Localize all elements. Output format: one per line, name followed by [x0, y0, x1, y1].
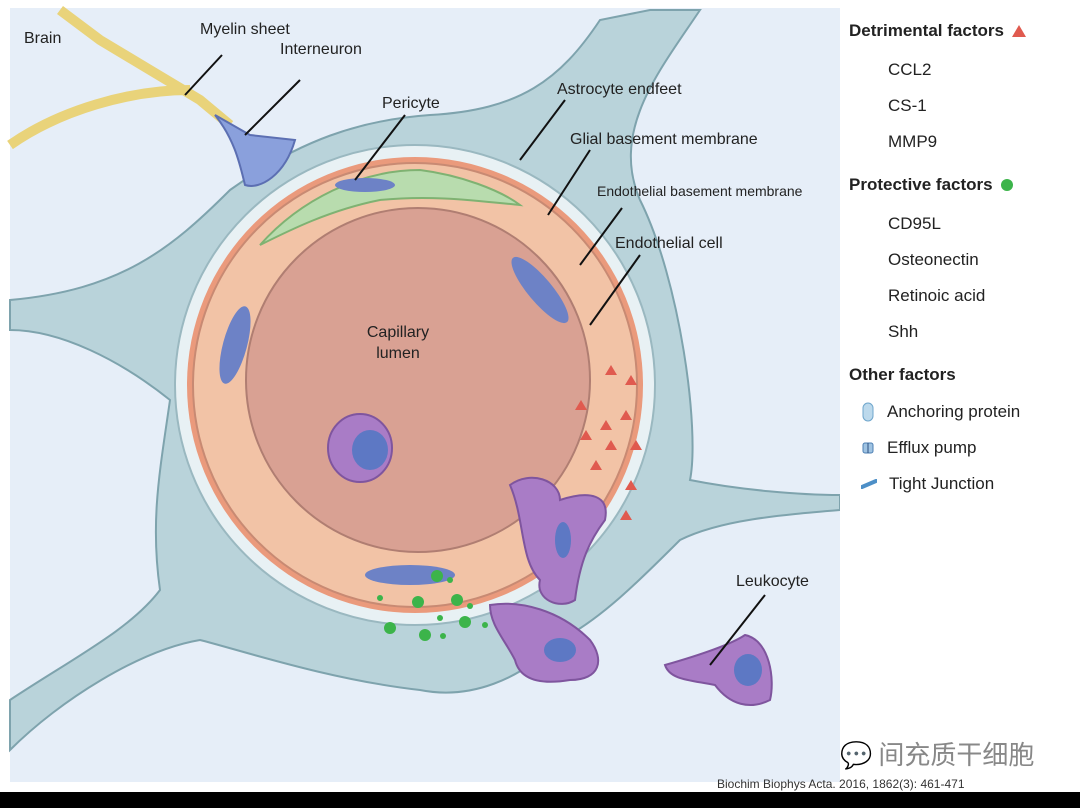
legend-heading: Detrimental factors	[849, 21, 1004, 40]
label-glial-basement-membrane: Glial basement membrane	[570, 131, 758, 148]
leader-lines	[184, 54, 766, 666]
legend-item: Tight Junction	[849, 466, 1079, 502]
label-capillary-lumen-1: Capillary	[367, 324, 429, 341]
leukocyte-nuclei	[352, 430, 762, 686]
interneuron	[7, 6, 297, 187]
legend-other-title: Other factors	[849, 365, 956, 384]
legend-detrimental-title: Detrimental factors	[849, 18, 1079, 44]
anchoring-protein-icon	[862, 402, 874, 422]
legend-item-label: Anchoring protein	[887, 402, 1021, 421]
legend-item: Shh	[888, 322, 919, 341]
label-endothelial-cell: Endothelial cell	[615, 235, 723, 252]
protective-factor-markers	[377, 570, 488, 641]
watermark-text: 间充质干细胞	[878, 740, 1035, 770]
green-dot-icon	[1000, 179, 1013, 191]
citation: Biochim Biophys Acta. 2016, 1862(3): 461…	[717, 777, 965, 791]
endothelial-nuclei	[219, 178, 569, 585]
tight-junction-icon	[861, 479, 877, 489]
bottom-bar	[0, 792, 1080, 808]
label-capillary-lumen-2: lumen	[376, 345, 420, 362]
legend-item: CCL2	[888, 60, 932, 79]
legend-item-label: Tight Junction	[889, 474, 995, 493]
wechat-icon: 💬	[840, 740, 873, 770]
label-endothelial-basement-membrane: Endothelial basement membrane	[597, 183, 803, 199]
legend-heading: Protective factors	[849, 175, 993, 194]
legend-item: Retinoic acid	[888, 286, 986, 305]
legend-item: CD95L	[888, 214, 941, 233]
label-myelin-sheet: Myelin sheet	[200, 21, 290, 38]
legend-protective-title: Protective factors	[849, 172, 1079, 198]
watermark: 💬间充质干细胞	[840, 740, 1034, 770]
legend: Detrimental factors CCL2 CS-1 MMP9 Prote…	[849, 18, 1079, 502]
legend-item: Osteonectin	[888, 250, 979, 269]
efflux-pump-icon	[862, 442, 874, 454]
detrimental-factor-markers	[575, 365, 642, 520]
label-brain: Brain	[24, 30, 61, 47]
label-pericyte: Pericyte	[382, 95, 440, 112]
red-triangle-icon	[1011, 25, 1026, 37]
label-leukocyte: Leukocyte	[736, 573, 809, 590]
legend-item-label: Efflux pump	[887, 438, 977, 457]
legend-item: Efflux pump	[849, 430, 1079, 466]
label-astrocyte-endfeet: Astrocyte endfeet	[557, 81, 682, 98]
legend-item: Anchoring protein	[849, 394, 1079, 430]
legend-item: MMP9	[888, 132, 938, 151]
blood-brain-barrier-diagram: Brain Myelin sheet Interneuron Pericyte …	[7, 6, 840, 782]
legend-item: CS-1	[888, 96, 927, 115]
label-interneuron: Interneuron	[280, 41, 362, 58]
